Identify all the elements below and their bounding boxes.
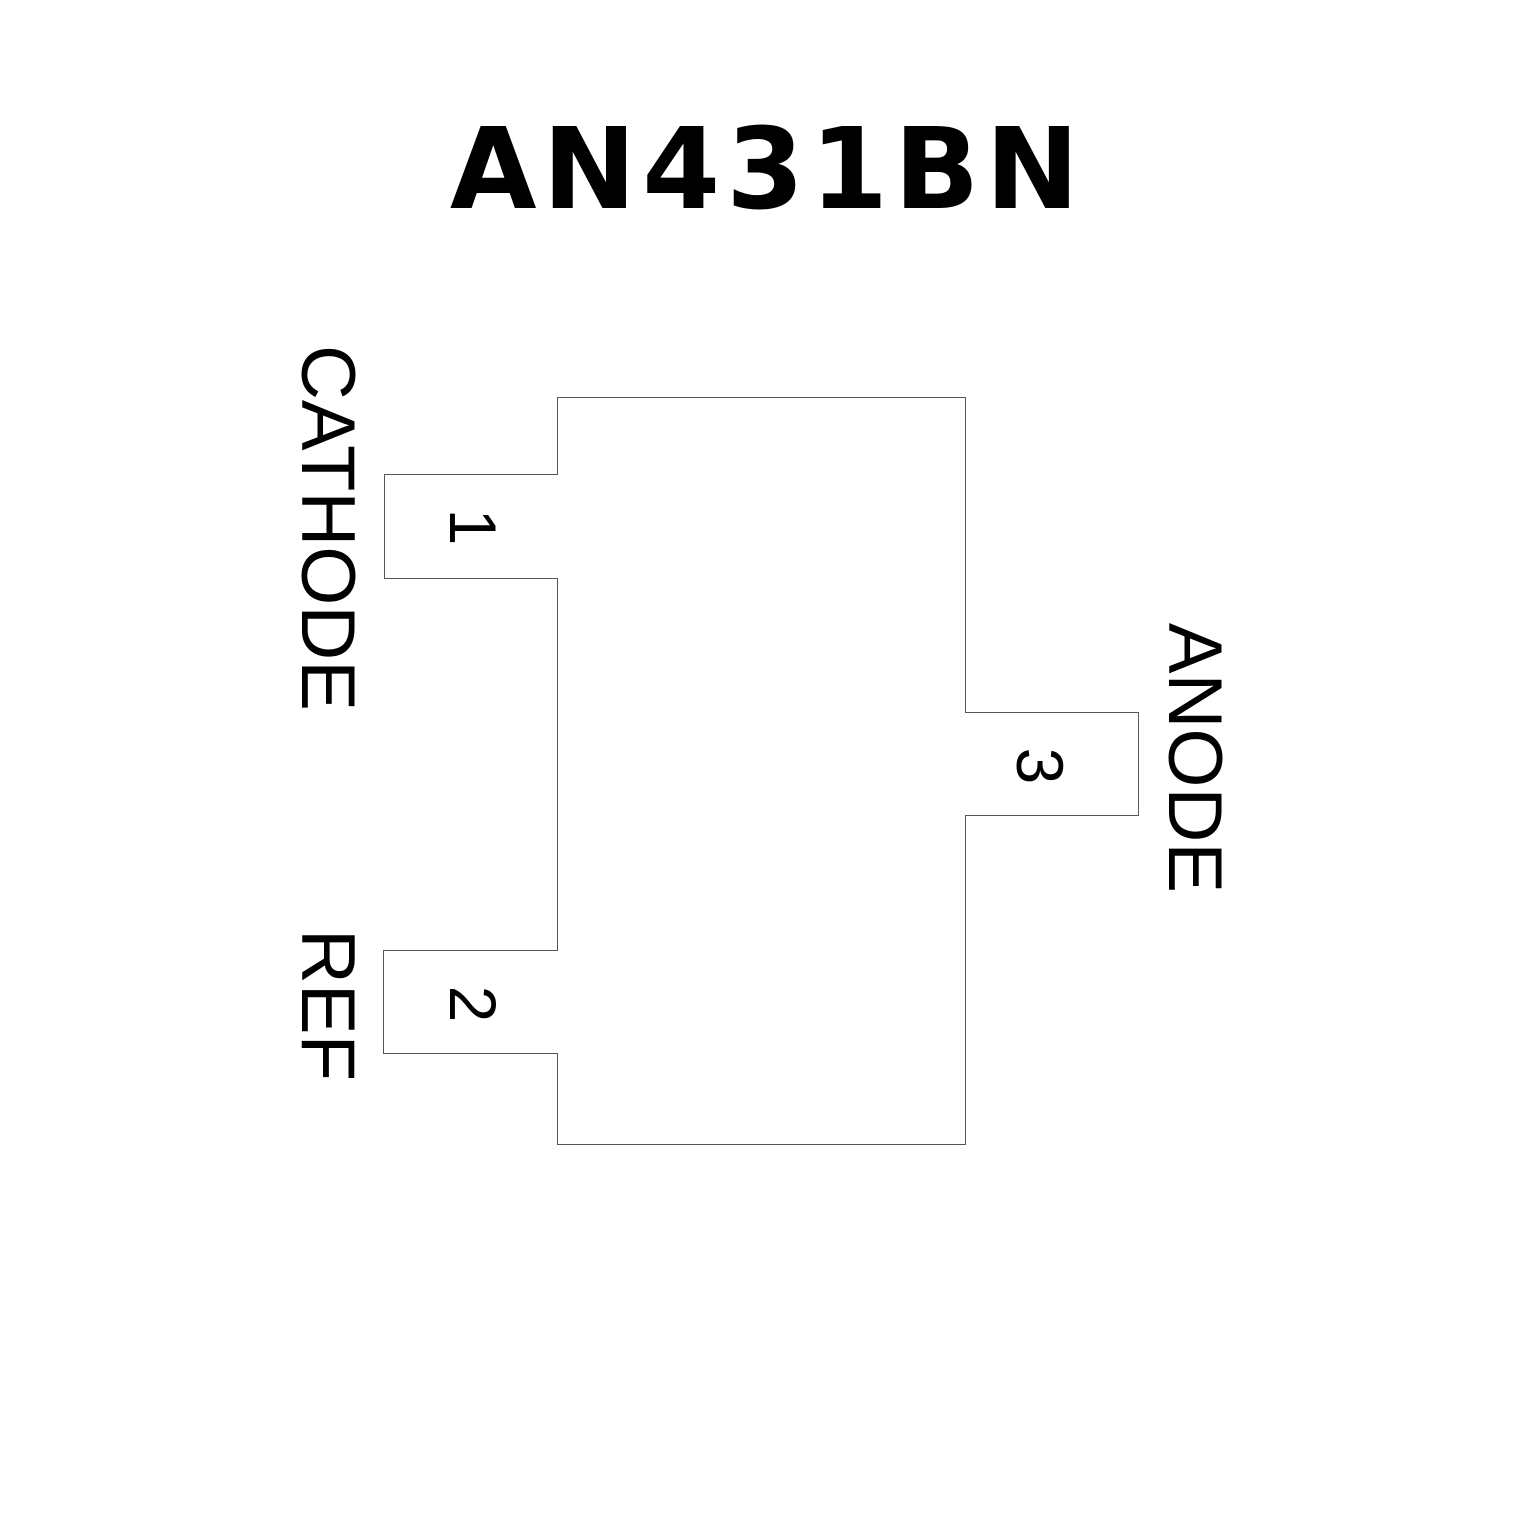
pin-2-label: REF bbox=[285, 929, 370, 1081]
pin-2-number: 2 bbox=[436, 985, 510, 1023]
pin-3-pad bbox=[965, 712, 1139, 816]
package-body bbox=[557, 397, 966, 1145]
pin-3-label: ANODE bbox=[1152, 622, 1237, 894]
pin-1-label: CATHODE bbox=[285, 345, 370, 711]
pin-2-pad bbox=[383, 950, 558, 1054]
pin-3-number: 3 bbox=[1003, 747, 1077, 785]
pin-1-pad bbox=[384, 474, 558, 579]
pin-1-number: 1 bbox=[436, 508, 510, 546]
part-number-title: AN431BN bbox=[449, 105, 1086, 235]
